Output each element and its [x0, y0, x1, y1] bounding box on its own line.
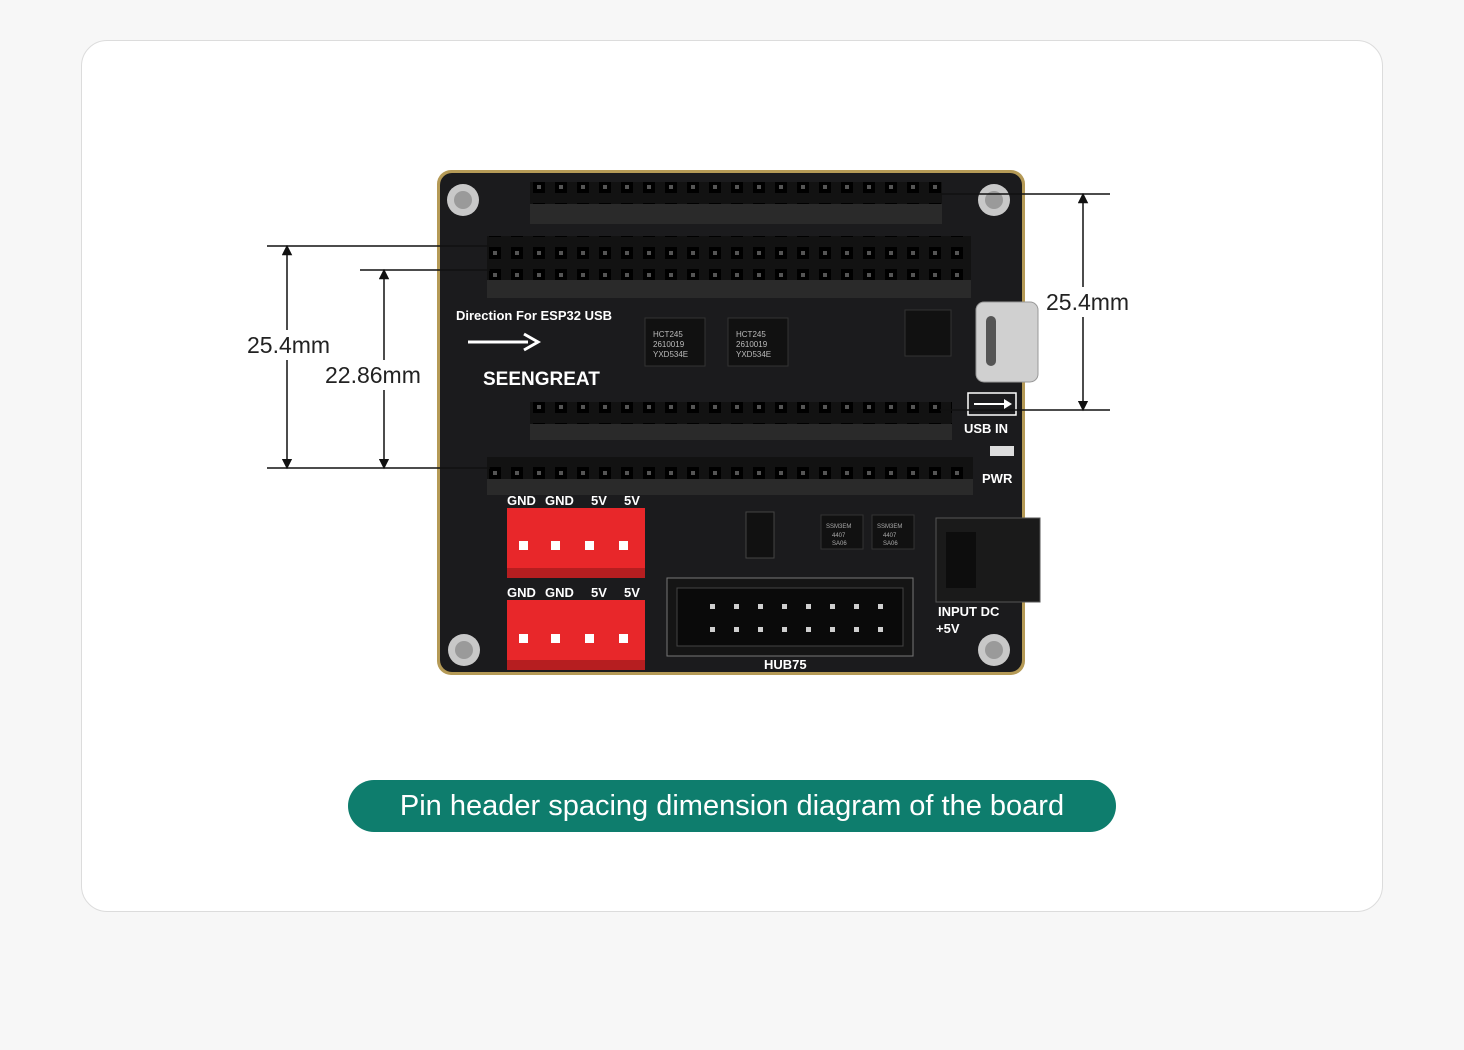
- power-connector-2: [507, 600, 645, 670]
- usb-in-label: USB IN: [964, 421, 1008, 436]
- dimension-lines: [267, 192, 1110, 470]
- direction-arrow-icon: [468, 332, 542, 352]
- connector-1-labels: GND GND 5V 5V: [507, 493, 640, 508]
- usb-icon: [967, 392, 1017, 416]
- ic-hct245-2: HCT245 2610019 YXD534E: [727, 317, 789, 367]
- dimension-left-inner-label: 22.86mm: [325, 360, 421, 390]
- pwr-label: PWR: [982, 471, 1013, 486]
- usb-c-port: [975, 301, 1039, 383]
- conn2-5v-a: 5V: [591, 585, 607, 600]
- conn1-gnd-b: GND: [545, 493, 574, 508]
- conn2-5v-b: 5V: [624, 585, 640, 600]
- connector-2-labels: GND GND 5V 5V: [507, 585, 640, 600]
- chip-text-2: 2610019: [736, 340, 768, 349]
- chip-text-2: 2610019: [653, 340, 685, 349]
- conn2-gnd-a: GND: [507, 585, 536, 600]
- voltage-regulator: [745, 511, 775, 559]
- conn2-gnd-b: GND: [545, 585, 574, 600]
- input-dc-label: INPUT DC: [938, 604, 1000, 619]
- dc-jack: [935, 517, 1041, 603]
- chip-text-3: YXD534E: [736, 350, 771, 359]
- brand-logo: SEENGREAT: [483, 369, 600, 390]
- chip-text-1: HCT245: [653, 330, 683, 339]
- small-chip-text-2: 4407: [883, 533, 897, 539]
- ic-mosfet: [904, 309, 952, 357]
- dimension-right-label: 25.4mm: [1046, 287, 1130, 317]
- conn1-5v-b: 5V: [624, 493, 640, 508]
- input-dc-voltage: +5V: [936, 621, 960, 636]
- pin-header-middle: [530, 402, 952, 440]
- conn1-gnd-a: GND: [507, 493, 536, 508]
- chip-text-1: HCT245: [736, 330, 766, 339]
- pin-header-double: [487, 236, 971, 298]
- small-chip-2: SSM3EM 4407 SA06: [871, 514, 915, 550]
- hub75-connector: [666, 577, 914, 657]
- conn1-5v-a: 5V: [591, 493, 607, 508]
- power-connector-1: [507, 508, 645, 578]
- small-chip-text-3: SA06: [883, 541, 898, 547]
- small-chip-text-2: 4407: [832, 533, 846, 539]
- small-chip-text-3: SA06: [832, 541, 847, 547]
- ic-hct245-1: HCT245 2610019 YXD534E: [644, 317, 706, 367]
- hub75-label: HUB75: [764, 657, 807, 672]
- pin-header-bottom: [487, 457, 973, 495]
- small-chip-text-1: SSM3EM: [877, 524, 902, 530]
- pin-header-top: [530, 182, 942, 224]
- mounting-holes: [447, 184, 1010, 666]
- small-chip-text-1: SSM3EM: [826, 524, 851, 530]
- dimension-left-outer-label: 25.4mm: [247, 330, 331, 360]
- small-chip-1: SSM3EM 4407 SA06: [820, 514, 864, 550]
- pwr-led: [990, 446, 1014, 456]
- direction-label: Direction For ESP32 USB: [456, 308, 612, 323]
- chip-text-3: YXD534E: [653, 350, 688, 359]
- caption-banner: Pin header spacing dimension diagram of …: [348, 780, 1116, 832]
